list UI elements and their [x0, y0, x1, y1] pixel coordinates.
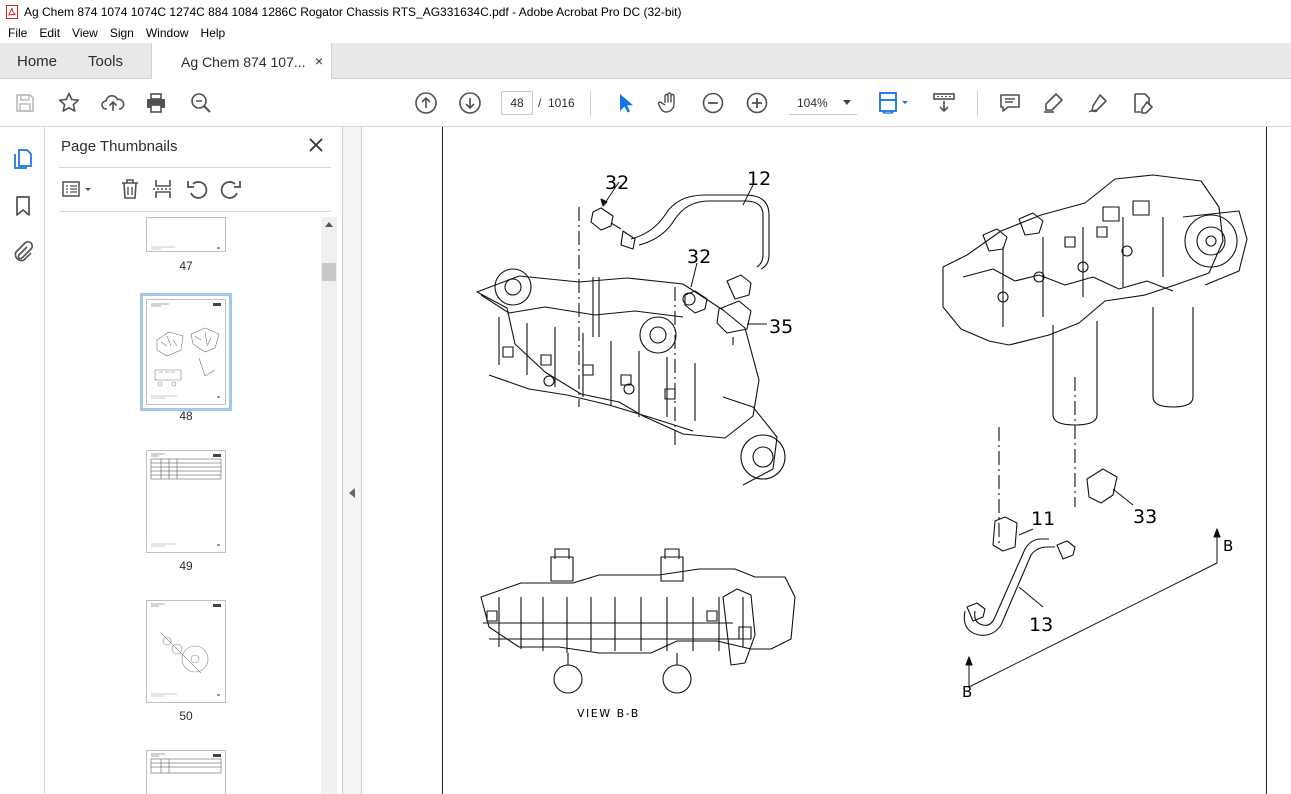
panel-collapse-handle[interactable]	[343, 127, 362, 794]
thumbnail-page[interactable]	[146, 750, 226, 794]
divider	[59, 167, 331, 168]
thumbnail-list: 47 48	[59, 215, 321, 794]
close-tab-icon[interactable]: ×	[314, 53, 323, 69]
callout-32-top: 32	[605, 172, 629, 194]
menu-help[interactable]: Help	[200, 26, 226, 40]
thumbnail-page[interactable]	[146, 450, 226, 553]
comment-icon[interactable]	[998, 91, 1022, 115]
thumbnail-label: 47	[179, 259, 193, 273]
thumbnail-image	[151, 246, 220, 250]
attachments-icon[interactable]	[11, 240, 35, 264]
page-up-icon[interactable]	[414, 91, 438, 115]
sign-icon[interactable]	[1086, 91, 1110, 115]
page-down-icon[interactable]	[458, 91, 482, 115]
chevron-down-icon	[843, 100, 851, 105]
section-marker-b-right: B	[1223, 537, 1233, 555]
menu-sign[interactable]: Sign	[109, 26, 134, 40]
tab-home[interactable]: Home	[17, 52, 58, 70]
page-thumbnails-icon[interactable]	[11, 147, 35, 171]
thumbnail-label: 50	[179, 709, 193, 723]
zoom-search-icon[interactable]	[189, 91, 213, 115]
thumbnail-label: 48	[179, 409, 193, 423]
view-label: VIEW B-B	[577, 707, 640, 720]
select-cursor-icon[interactable]	[613, 91, 637, 115]
thumbnail-page[interactable]	[146, 217, 226, 252]
parts-diagram: 32 12 32 35 11 33 13 B B VIEW B-B	[476, 168, 1248, 720]
tab-document[interactable]: Ag Chem 874 107... ×	[151, 43, 332, 80]
page-number-input[interactable]: 48	[501, 91, 533, 115]
panel-title: Page Thumbnails	[61, 138, 178, 155]
edit-pdf-icon[interactable]	[1130, 91, 1154, 115]
close-icon[interactable]	[307, 136, 325, 154]
valve-assembly-right	[942, 174, 1248, 426]
divider	[59, 211, 331, 212]
callout-35: 35	[769, 316, 793, 338]
highlight-icon[interactable]	[1041, 91, 1065, 115]
zoom-in-icon[interactable]	[745, 91, 769, 115]
thumbnail-image	[151, 303, 221, 399]
zoom-select[interactable]: 104%	[789, 91, 857, 115]
menu-view[interactable]: View	[72, 26, 98, 40]
callout-13: 13	[1029, 614, 1053, 636]
thumbnail-image	[151, 603, 221, 697]
print-icon[interactable]	[144, 91, 168, 115]
menu-bar: File Edit View Sign Window Help	[0, 23, 1291, 43]
tube-13	[963, 538, 1076, 636]
thumbnail-page-selected[interactable]	[140, 293, 232, 411]
callout-33: 33	[1133, 506, 1157, 528]
save-icon[interactable]	[13, 91, 37, 115]
thumbnail-page[interactable]	[146, 600, 226, 703]
left-rail	[0, 127, 45, 794]
tab-tools[interactable]: Tools	[88, 52, 124, 70]
thumbnail-label: 49	[179, 559, 193, 573]
fitting-32-b	[684, 290, 708, 314]
bookmarks-icon[interactable]	[11, 194, 35, 218]
thumbnails-panel: Page Thumbnails	[45, 127, 343, 794]
zoom-out-icon[interactable]	[701, 91, 725, 115]
section-marker-b-left: B	[962, 683, 972, 701]
pdf-page: 32 12 32 35 11 33 13 B B VIEW B-B	[442, 127, 1267, 794]
view-b-b-drawing	[480, 548, 796, 694]
tab-document-label: Ag Chem 874 107...	[181, 53, 306, 70]
collapse-left-icon[interactable]	[349, 488, 355, 498]
callout-32-mid: 32	[687, 246, 711, 268]
main-toolbar	[0, 79, 1291, 127]
rotate-left-icon[interactable]	[185, 177, 209, 201]
rotate-right-icon[interactable]	[219, 177, 243, 201]
zoom-value: 104%	[797, 95, 828, 110]
delete-icon[interactable]	[118, 177, 142, 201]
thumbnail-image	[150, 753, 222, 774]
menu-edit[interactable]: Edit	[39, 26, 61, 40]
menu-file[interactable]: File	[8, 26, 28, 40]
thumbnail-image	[150, 453, 222, 547]
menu-window[interactable]: Window	[145, 26, 189, 40]
toolbar-divider	[590, 90, 591, 116]
toolbar-divider	[977, 90, 978, 116]
scroll-up-icon[interactable]	[325, 222, 333, 227]
document-viewer[interactable]: 32 12 32 35 11 33 13 B B VIEW B-B	[362, 127, 1291, 794]
bookmark-star-icon[interactable]	[57, 91, 81, 115]
thumbnail-scrollbar[interactable]	[321, 217, 337, 794]
page-separator: /	[538, 96, 542, 110]
scroll-mode-icon[interactable]	[932, 91, 956, 115]
acrobat-app-icon	[6, 4, 18, 19]
thumbnail-toolbar	[59, 175, 331, 205]
fitting-32-a	[590, 207, 622, 231]
callout-11: 11	[1031, 508, 1055, 530]
options-menu-icon[interactable]	[61, 177, 95, 201]
callout-12: 12	[747, 168, 771, 190]
tab-bar: Home Tools Ag Chem 874 107... ×	[0, 43, 1291, 80]
title-bar: Ag Chem 874 1074 1074C 1274C 884 1084 12…	[0, 0, 1291, 23]
page-fit-icon[interactable]	[877, 91, 911, 115]
fitting-35	[716, 274, 752, 345]
extract-pages-icon[interactable]	[151, 177, 175, 201]
callout-labels: 32 12 32 35 11 33 13 B B VIEW B-B	[577, 168, 1233, 720]
hand-icon[interactable]	[657, 91, 681, 115]
pump-assembly-left	[476, 268, 786, 486]
scrollbar-thumb[interactable]	[322, 263, 336, 281]
window-title: Ag Chem 874 1074 1074C 1274C 884 1084 12…	[24, 4, 682, 19]
page-total: 1016	[548, 96, 575, 110]
upload-icon[interactable]	[101, 91, 125, 115]
